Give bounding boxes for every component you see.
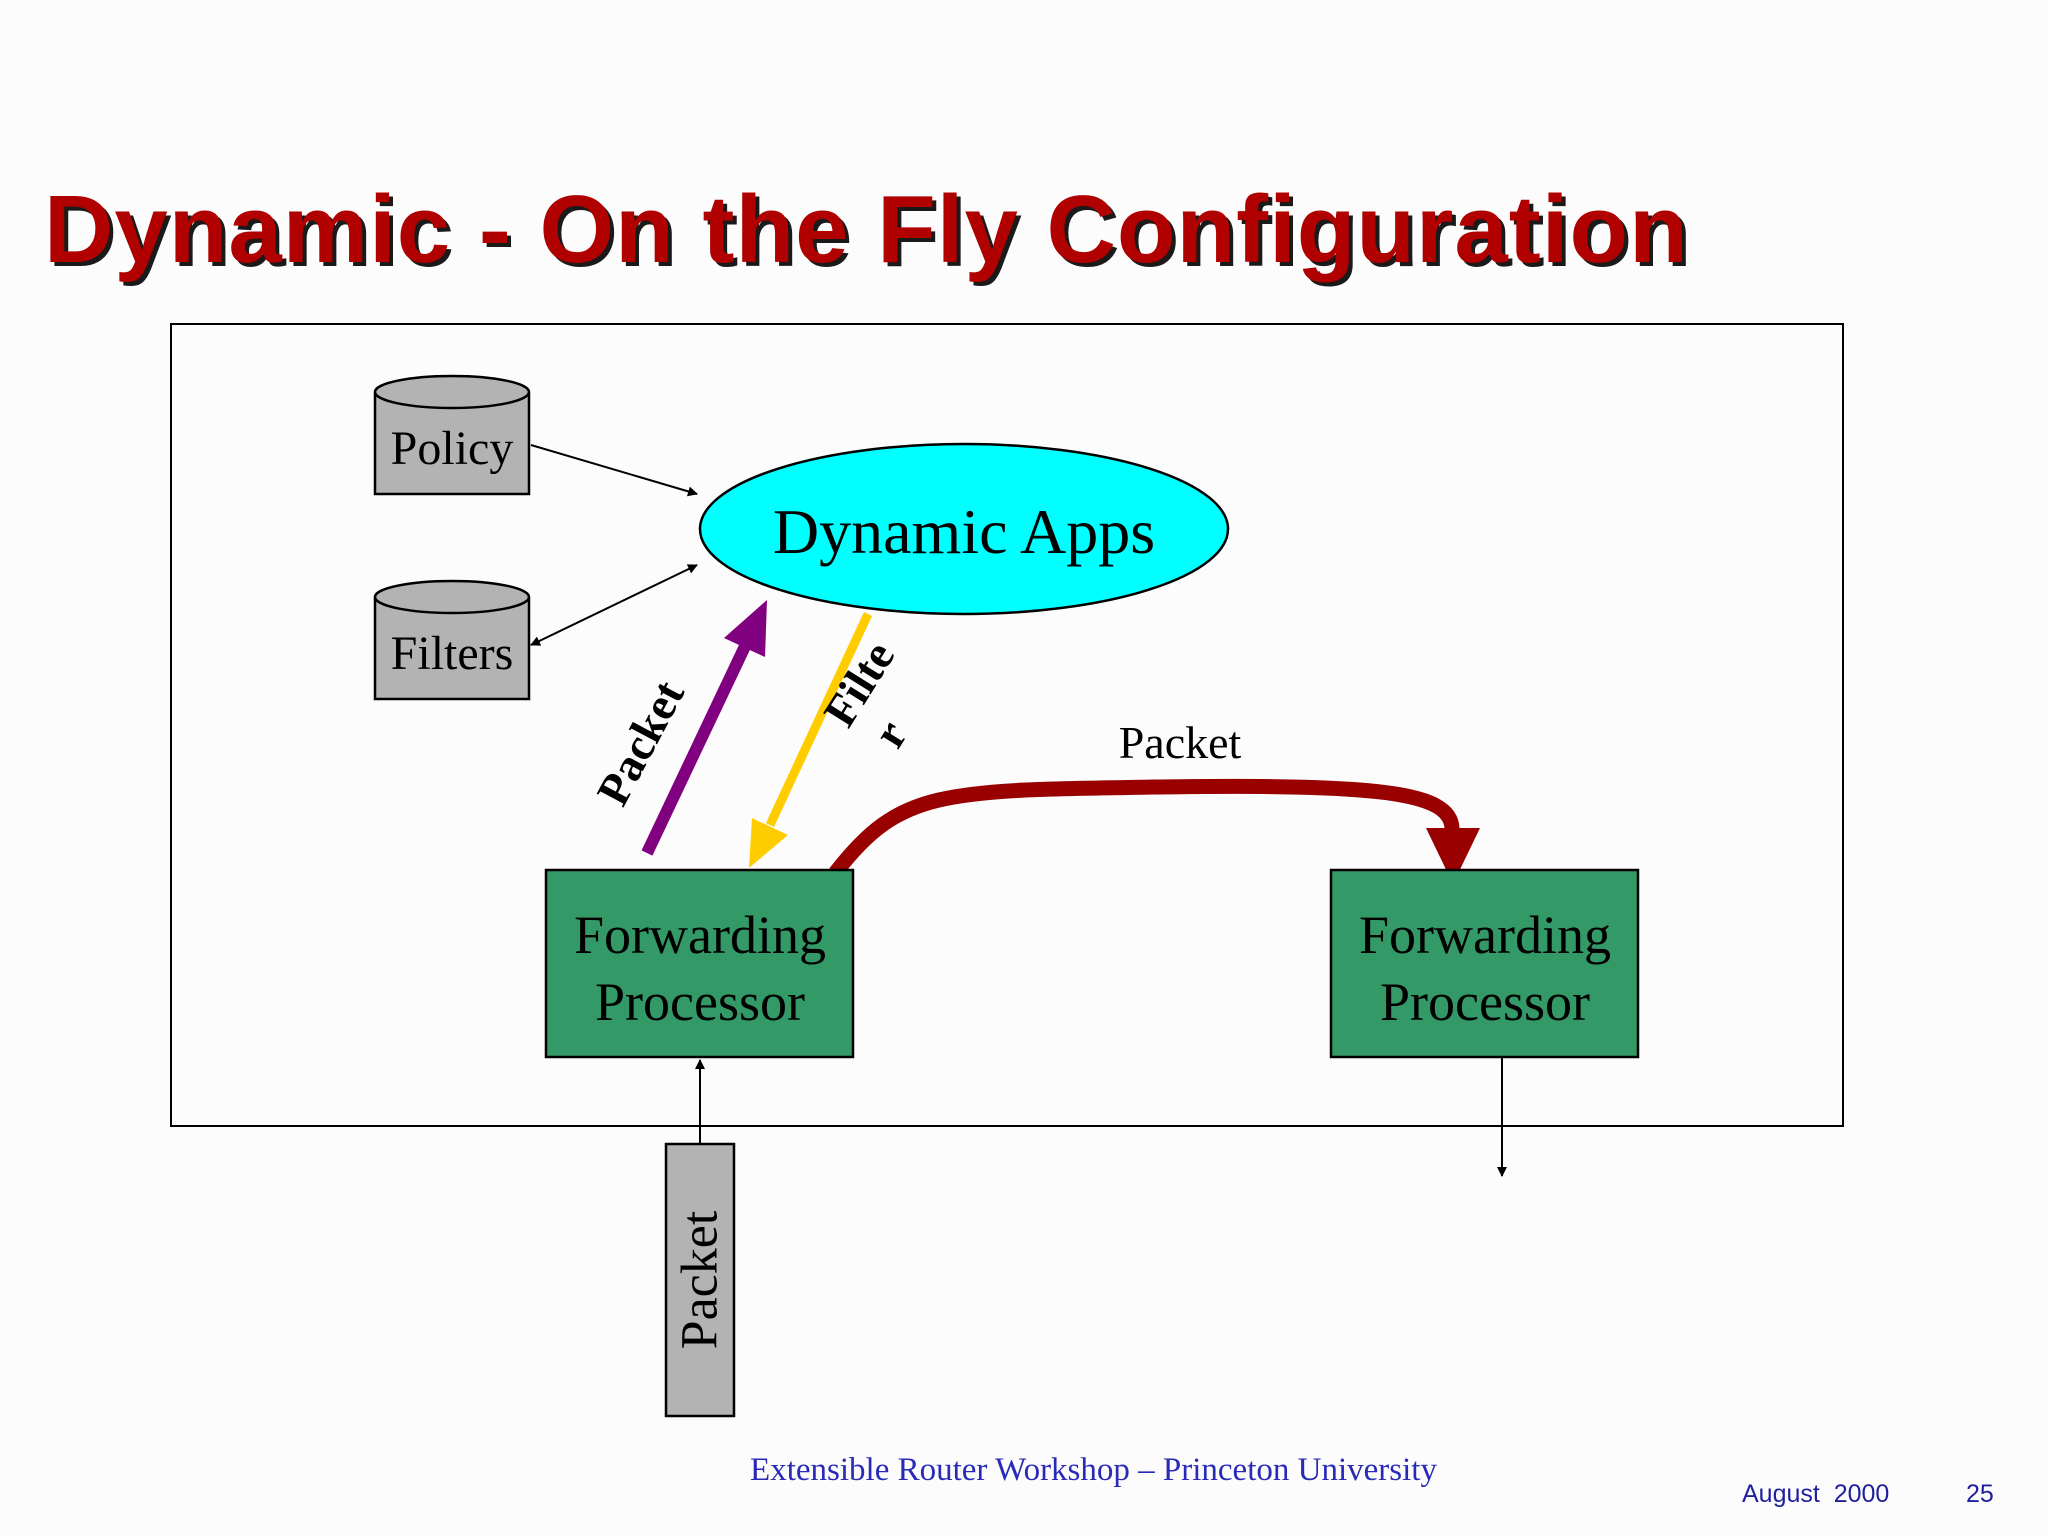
slide-title: Dynamic - On the Fly Configuration (44, 176, 1689, 283)
fp-left-line1: Forwarding (574, 905, 826, 965)
page-number: 25 (1966, 1480, 1994, 1508)
policy-label: Policy (391, 422, 514, 475)
packet-up-arrow (641, 600, 767, 856)
packet-forward-label: Packet (1119, 717, 1242, 768)
policy-database: Policy (373, 374, 531, 496)
fp-right-line1: Forwarding (1359, 905, 1611, 965)
fp-left-line2: Processor (595, 972, 805, 1032)
policy-to-apps-arrow (530, 444, 698, 497)
dynamic-apps-label: Dynamic Apps (773, 496, 1155, 567)
fp-right-line2: Processor (1380, 972, 1590, 1032)
filters-apps-arrow (530, 564, 698, 646)
input-packet-label: Packet (672, 1210, 729, 1349)
filters-label: Filters (391, 627, 514, 680)
forwarding-processor-right: Forwarding Processor (1329, 868, 1640, 1059)
dynamic-apps-node: Dynamic Apps (698, 442, 1230, 616)
filters-database: Filters (373, 579, 531, 701)
footer-date: August 2000 (1742, 1480, 1890, 1508)
input-packet: Packet (664, 1142, 736, 1418)
footer-workshop: Extensible Router Workshop – Princeton U… (750, 1452, 1437, 1488)
packet-forward-arrow (828, 778, 1480, 884)
forwarding-processor-left: Forwarding Processor (544, 868, 855, 1059)
filter-down-arrow (749, 612, 873, 868)
